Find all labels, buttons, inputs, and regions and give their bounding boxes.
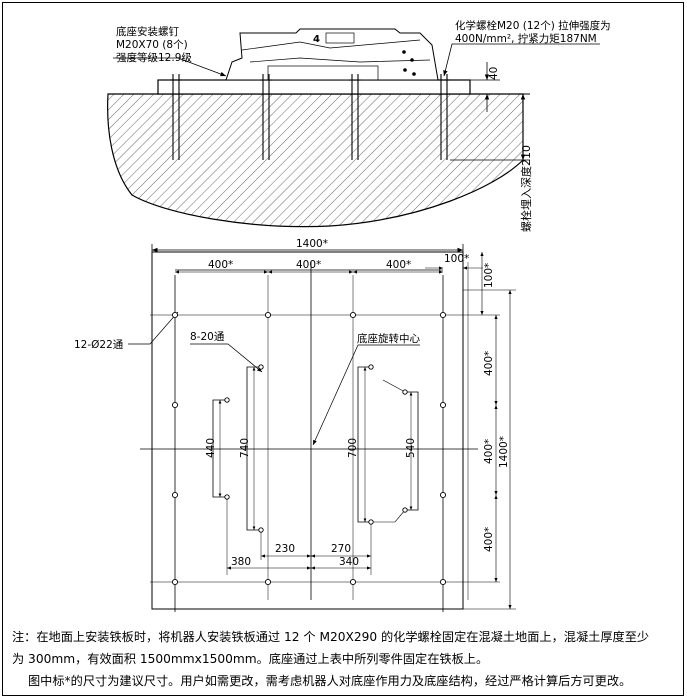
chem-bolt-leader [443, 43, 600, 77]
large-hole [171, 311, 179, 319]
dim-740-label: 740 [239, 438, 251, 458]
small-hole [368, 519, 374, 525]
plate-thickness-label: 40 [488, 67, 500, 80]
large-hole [171, 401, 179, 409]
thickness-dimension [470, 62, 500, 112]
large-hole [264, 311, 272, 319]
elevation-view: 4 底座安装螺钉 M20X70 (8个) 强度等级12.9级 化学螺栓M20 (… [107, 19, 611, 232]
dim-440-label: 440 [205, 438, 217, 458]
dim-540-label: 540 [405, 438, 417, 458]
small-holes [224, 364, 408, 533]
spacing-y-3: 400* [483, 527, 495, 552]
robot-base: 4 [225, 28, 439, 81]
rotation-center-label: 底座旋转中心 [357, 332, 420, 345]
spacing-x-2: 400* [296, 259, 321, 271]
chem-bolt-callout-line2: 400N/mm², 拧紧力矩187NM [455, 32, 597, 45]
small-hole [402, 507, 408, 513]
mounting-plate [157, 79, 471, 95]
base-bolt-callout-line2: M20X70 (8个) [116, 39, 188, 51]
dim-270-label: 270 [331, 543, 351, 555]
large-hole [264, 578, 272, 586]
plate-outline [151, 251, 464, 610]
base-bolt-leader [113, 57, 227, 77]
base-bolt-callout-line1: 底座安装螺钉 [116, 25, 179, 38]
base-bolt-callout-line3: 强度等级12.9级 [116, 51, 192, 64]
note-line-2: 为 300mm，有效面积 1500mmx1500mm。底座通过上表中所列零件固定… [12, 652, 489, 666]
spacing-y-1: 400* [483, 351, 495, 376]
embed-depth-dimension [450, 94, 530, 161]
small-hole [402, 389, 408, 395]
hole-callout-large: 12-Ø22通 [74, 339, 124, 351]
anchor-bolts [170, 74, 450, 160]
overall-height-label: 1400* [498, 436, 510, 468]
hole-callout-small: 8-20通 [190, 331, 225, 343]
large-hole [171, 491, 179, 499]
concrete-foundation [107, 93, 524, 228]
installation-drawing: 4 底座安装螺钉 M20X70 (8个) 强度等级12.9级 化学螺栓M20 (… [74, 19, 611, 612]
edge-x-label: 100* [444, 253, 469, 265]
small-hole [258, 527, 264, 533]
edge-y-label: 100* [483, 263, 495, 288]
dim-700-label: 700 [347, 438, 359, 458]
robot-mark: 4 [313, 34, 320, 45]
spacing-x-1: 400* [208, 259, 233, 271]
large-hole [171, 578, 179, 586]
large-hole [349, 311, 357, 319]
note-line-3: 图中标*的尺寸为建议尺寸。用户如需更改，需考虑机器人对底座作用力及底座结构，经过… [28, 674, 632, 688]
large-hole [439, 311, 447, 319]
small-hole [224, 494, 230, 500]
large-holes [171, 311, 447, 586]
dim-340-label: 340 [339, 556, 359, 568]
installation-note: 注：在地面上安装铁板时，将机器人安装铁板通过 12 个 M20X290 的化学螺… [12, 626, 677, 692]
large-hole [439, 578, 447, 586]
small-hole [258, 364, 264, 370]
embed-depth-label: 螺栓埋入深度210 [519, 145, 533, 232]
small-hole [224, 397, 230, 403]
spacing-x-3: 400* [386, 259, 411, 271]
dim-380-label: 380 [231, 556, 251, 568]
note-line-1: 注：在地面上安装铁板时，将机器人安装铁板通过 12 个 M20X290 的化学螺… [12, 630, 650, 644]
dim-230-label: 230 [275, 543, 295, 555]
right-bolt-pattern [357, 366, 371, 523]
large-hole [349, 578, 357, 586]
chem-bolt-callout-line1: 化学螺栓M20 (12个) 拉伸强度为 [455, 19, 611, 32]
spacing-y-2: 400* [483, 439, 495, 464]
overall-width-label: 1400* [296, 238, 328, 250]
plan-view [128, 244, 516, 612]
large-hole [439, 401, 447, 409]
large-hole [439, 491, 447, 499]
small-hole [368, 364, 374, 370]
